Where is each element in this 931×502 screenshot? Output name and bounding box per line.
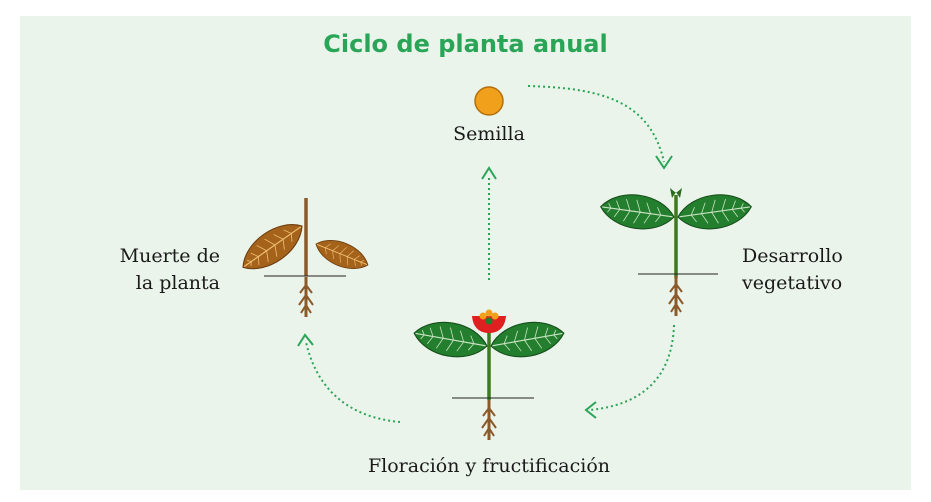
- flowering-plant-icon: [410, 309, 568, 442]
- death-label-line1: Muerte de: [119, 245, 220, 267]
- seed-icon: [474, 86, 504, 116]
- arrow-flowering-to-death: [297, 333, 401, 423]
- arrow-seed-to-vegetative: [527, 85, 673, 170]
- vegetative-plant-icon: [597, 188, 755, 318]
- death-label-line2: la planta: [135, 272, 220, 294]
- arrow-vegetative-to-flowering: [584, 324, 675, 419]
- diagram-title: Ciclo de planta anual: [323, 30, 608, 58]
- seed-label: Semilla: [453, 123, 525, 145]
- arrow-flowering-to-seed: [481, 166, 497, 280]
- dead-plant-icon: [233, 198, 373, 319]
- vegetative-label-line2: vegetativo: [742, 272, 843, 294]
- diagram-background: [20, 16, 911, 490]
- flowering-label: Floración y fructificación: [367, 455, 611, 477]
- vegetative-label-line1: Desarrollo: [742, 245, 843, 267]
